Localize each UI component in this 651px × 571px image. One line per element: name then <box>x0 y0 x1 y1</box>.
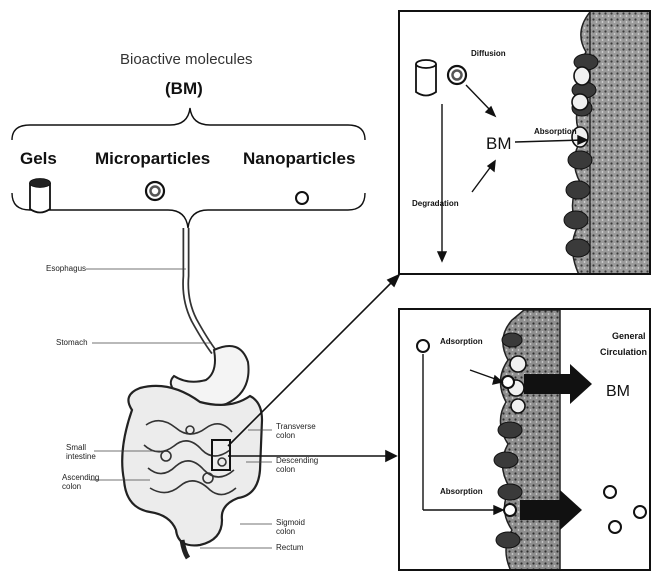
intestinal-wall-top <box>564 12 651 275</box>
cylinder-icon <box>30 179 50 213</box>
general-circulation-line1: General <box>612 332 646 341</box>
double-ring-icon-top <box>448 66 466 84</box>
title-line2: (BM) <box>165 80 203 97</box>
label-sigmoid-colon: Sigmoid colon <box>276 518 316 536</box>
double-ring-icon <box>146 182 164 200</box>
cylinder-icon-top <box>416 60 436 96</box>
top-diffusion-label: Diffusion <box>471 50 506 58</box>
intestinal-wall-bottom <box>494 310 560 571</box>
top-panel: Diffusion BM Absorption Degradation <box>398 10 651 275</box>
top-absorption-label: Absorption <box>534 128 577 136</box>
carrier-gels: Gels <box>20 150 57 167</box>
label-esophagus: Esophagus <box>46 265 86 273</box>
bottom-brace <box>12 193 365 228</box>
label-descending-colon: Descending colon <box>276 456 324 474</box>
label-small-intestine: Small intestine <box>66 443 94 461</box>
small-circle-icon <box>296 192 308 204</box>
general-circulation-line2: Circulation <box>600 348 647 357</box>
label-stomach: Stomach <box>56 339 88 347</box>
bottom-panel: Adsorption General Circulation BM Absorp… <box>398 308 651 571</box>
top-degradation-label: Degradation <box>412 200 459 208</box>
label-transverse-colon: Transverse colon <box>276 422 324 440</box>
label-ascending-colon: Ascending colon <box>62 473 90 491</box>
carrier-nanoparticles: Nanoparticles <box>243 150 355 167</box>
bottom-absorption-label: Absorption <box>440 488 483 496</box>
top-bm-label: BM <box>486 135 512 152</box>
top-brace <box>12 108 365 140</box>
carrier-microparticles: Microparticles <box>95 150 210 167</box>
top-panel-graphics <box>400 12 651 275</box>
large-intestine <box>122 386 262 546</box>
label-rectum: Rectum <box>276 544 304 552</box>
title-line1: Bioactive molecules <box>120 52 253 67</box>
bottom-absorption-top-label: Adsorption <box>440 338 483 346</box>
bottom-bm-label: BM <box>606 384 630 400</box>
